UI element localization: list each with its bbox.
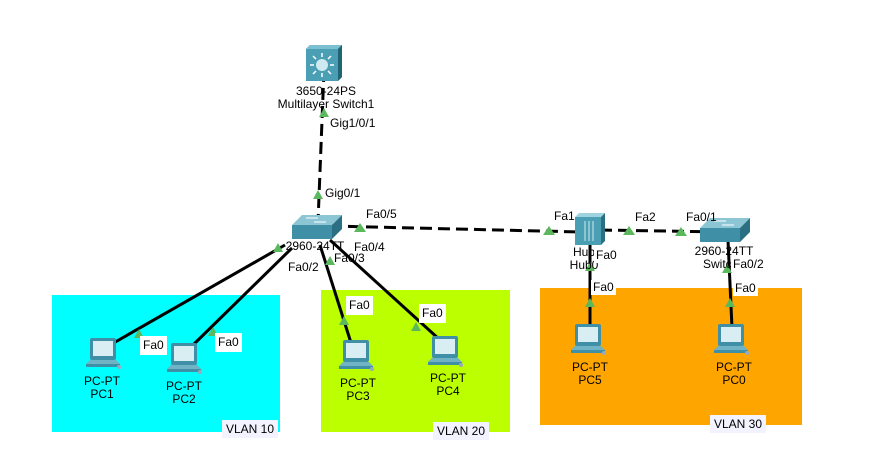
port-up-icon xyxy=(339,316,349,325)
device-model: PC-PT xyxy=(166,379,202,393)
device-model: PC-PT xyxy=(84,374,120,388)
device-name: Multilayer Switch1 xyxy=(277,97,375,111)
device-model: 3650-24PS xyxy=(295,84,357,98)
port-label-pc4-fa0: Fa0 xyxy=(419,304,446,323)
port-label-hub-fa0: Fa0 xyxy=(594,248,619,263)
vlan30-zone: VLAN 30 xyxy=(540,288,802,433)
port-up-icon xyxy=(675,227,687,236)
device-model: PC-PT xyxy=(572,360,608,374)
port-up-icon xyxy=(585,262,595,271)
port-label-mls-gig101: Gig1/0/1 xyxy=(330,116,376,130)
port-up-icon xyxy=(722,264,732,273)
port-up-icon xyxy=(354,223,366,232)
device-name: Hub0 xyxy=(569,258,599,272)
device-name: PC0 xyxy=(722,373,746,387)
hub0-icon[interactable] xyxy=(575,213,605,245)
device-model: 2960-24TT xyxy=(285,239,345,253)
device-name: PC3 xyxy=(346,389,370,403)
multilayer-switch-icon[interactable] xyxy=(306,45,342,81)
pc3-label: PC-PT PC3 xyxy=(340,377,376,403)
port-label-pc0-fa0: Fa0 xyxy=(733,281,758,296)
link-hub-switch1 xyxy=(599,228,726,234)
link-switch0-pc3 xyxy=(318,244,354,347)
device-model: PC-PT xyxy=(430,371,466,385)
switch1-icon[interactable] xyxy=(700,218,750,242)
link-switch0-hub xyxy=(329,224,583,234)
device-name: PC5 xyxy=(578,373,602,387)
pc0-icon[interactable] xyxy=(714,324,750,356)
link-switch1-pc0 xyxy=(726,239,734,329)
port-up-icon xyxy=(411,322,421,331)
pc4-icon[interactable] xyxy=(428,336,464,368)
port-up-icon xyxy=(319,108,329,117)
pc5-icon[interactable] xyxy=(571,324,607,356)
device-name: PC4 xyxy=(436,384,460,398)
port-label-sw1-fa02: Fa0/2 xyxy=(731,257,766,272)
vlan20-label: VLAN 20 xyxy=(433,422,490,440)
port-label-sw1-fa01: Fa0/1 xyxy=(686,210,717,224)
port-up-icon xyxy=(134,329,144,338)
device-model: PC-PT xyxy=(340,376,376,390)
port-label-pc5-fa0: Fa0 xyxy=(591,280,616,295)
port-up-icon xyxy=(585,298,595,307)
vlan10-label: VLAN 10 xyxy=(221,420,278,438)
port-up-icon xyxy=(313,190,323,199)
link-switch0-pc4 xyxy=(328,238,442,342)
link-switch0-pc2 xyxy=(191,246,294,347)
port-label-sw0-fa02: Fa0/2 xyxy=(286,260,321,275)
port-label-pc3-fa0: Fa0 xyxy=(346,296,373,315)
port-label-sw0-fa05: Fa0/5 xyxy=(366,207,397,221)
port-label-sw0-fa03: Fa0/3 xyxy=(334,251,365,265)
port-up-icon xyxy=(623,226,635,235)
device-model: 2960-24TT xyxy=(694,244,754,258)
port-up-icon xyxy=(725,298,735,307)
port-label-sw0-gig01: Gig0/1 xyxy=(325,186,361,200)
device-name: PC1 xyxy=(90,387,114,401)
pc1-icon[interactable] xyxy=(86,338,122,370)
port-up-icon xyxy=(273,243,283,252)
port-label-pc1-fa0: Fa0 xyxy=(140,336,167,355)
pc1-label: PC-PT PC1 xyxy=(84,375,120,401)
port-up-icon xyxy=(325,256,335,265)
device-model: Hub xyxy=(572,245,595,259)
pc4-label: PC-PT PC4 xyxy=(430,372,466,398)
pc2-icon[interactable] xyxy=(167,343,203,375)
port-label-hub-fa2: Fa2 xyxy=(635,210,656,224)
pc5-label: PC-PT PC5 xyxy=(572,361,608,387)
port-label-sw0-fa04: Fa0/4 xyxy=(354,240,385,254)
multilayer-switch-label: 3650-24PS Multilayer Switch1 xyxy=(278,85,375,111)
switch0-label: 2960-24TT xyxy=(286,240,345,253)
pc0-label: PC-PT PC0 xyxy=(716,361,752,387)
switch0-icon[interactable] xyxy=(292,215,342,239)
vlan30-label: VLAN 30 xyxy=(710,415,767,433)
device-model: PC-PT xyxy=(716,360,752,374)
hub0-label: Hub Hub0 xyxy=(570,246,599,272)
port-label-hub-fa1: Fa1 xyxy=(554,209,575,223)
pc3-icon[interactable] xyxy=(339,340,375,372)
port-up-icon xyxy=(543,226,555,235)
pc2-label: PC-PT PC2 xyxy=(166,380,202,406)
port-label-pc2-fa0: Fa0 xyxy=(215,333,242,352)
device-name: PC2 xyxy=(172,392,196,406)
link-switch0-pc1 xyxy=(109,243,286,347)
